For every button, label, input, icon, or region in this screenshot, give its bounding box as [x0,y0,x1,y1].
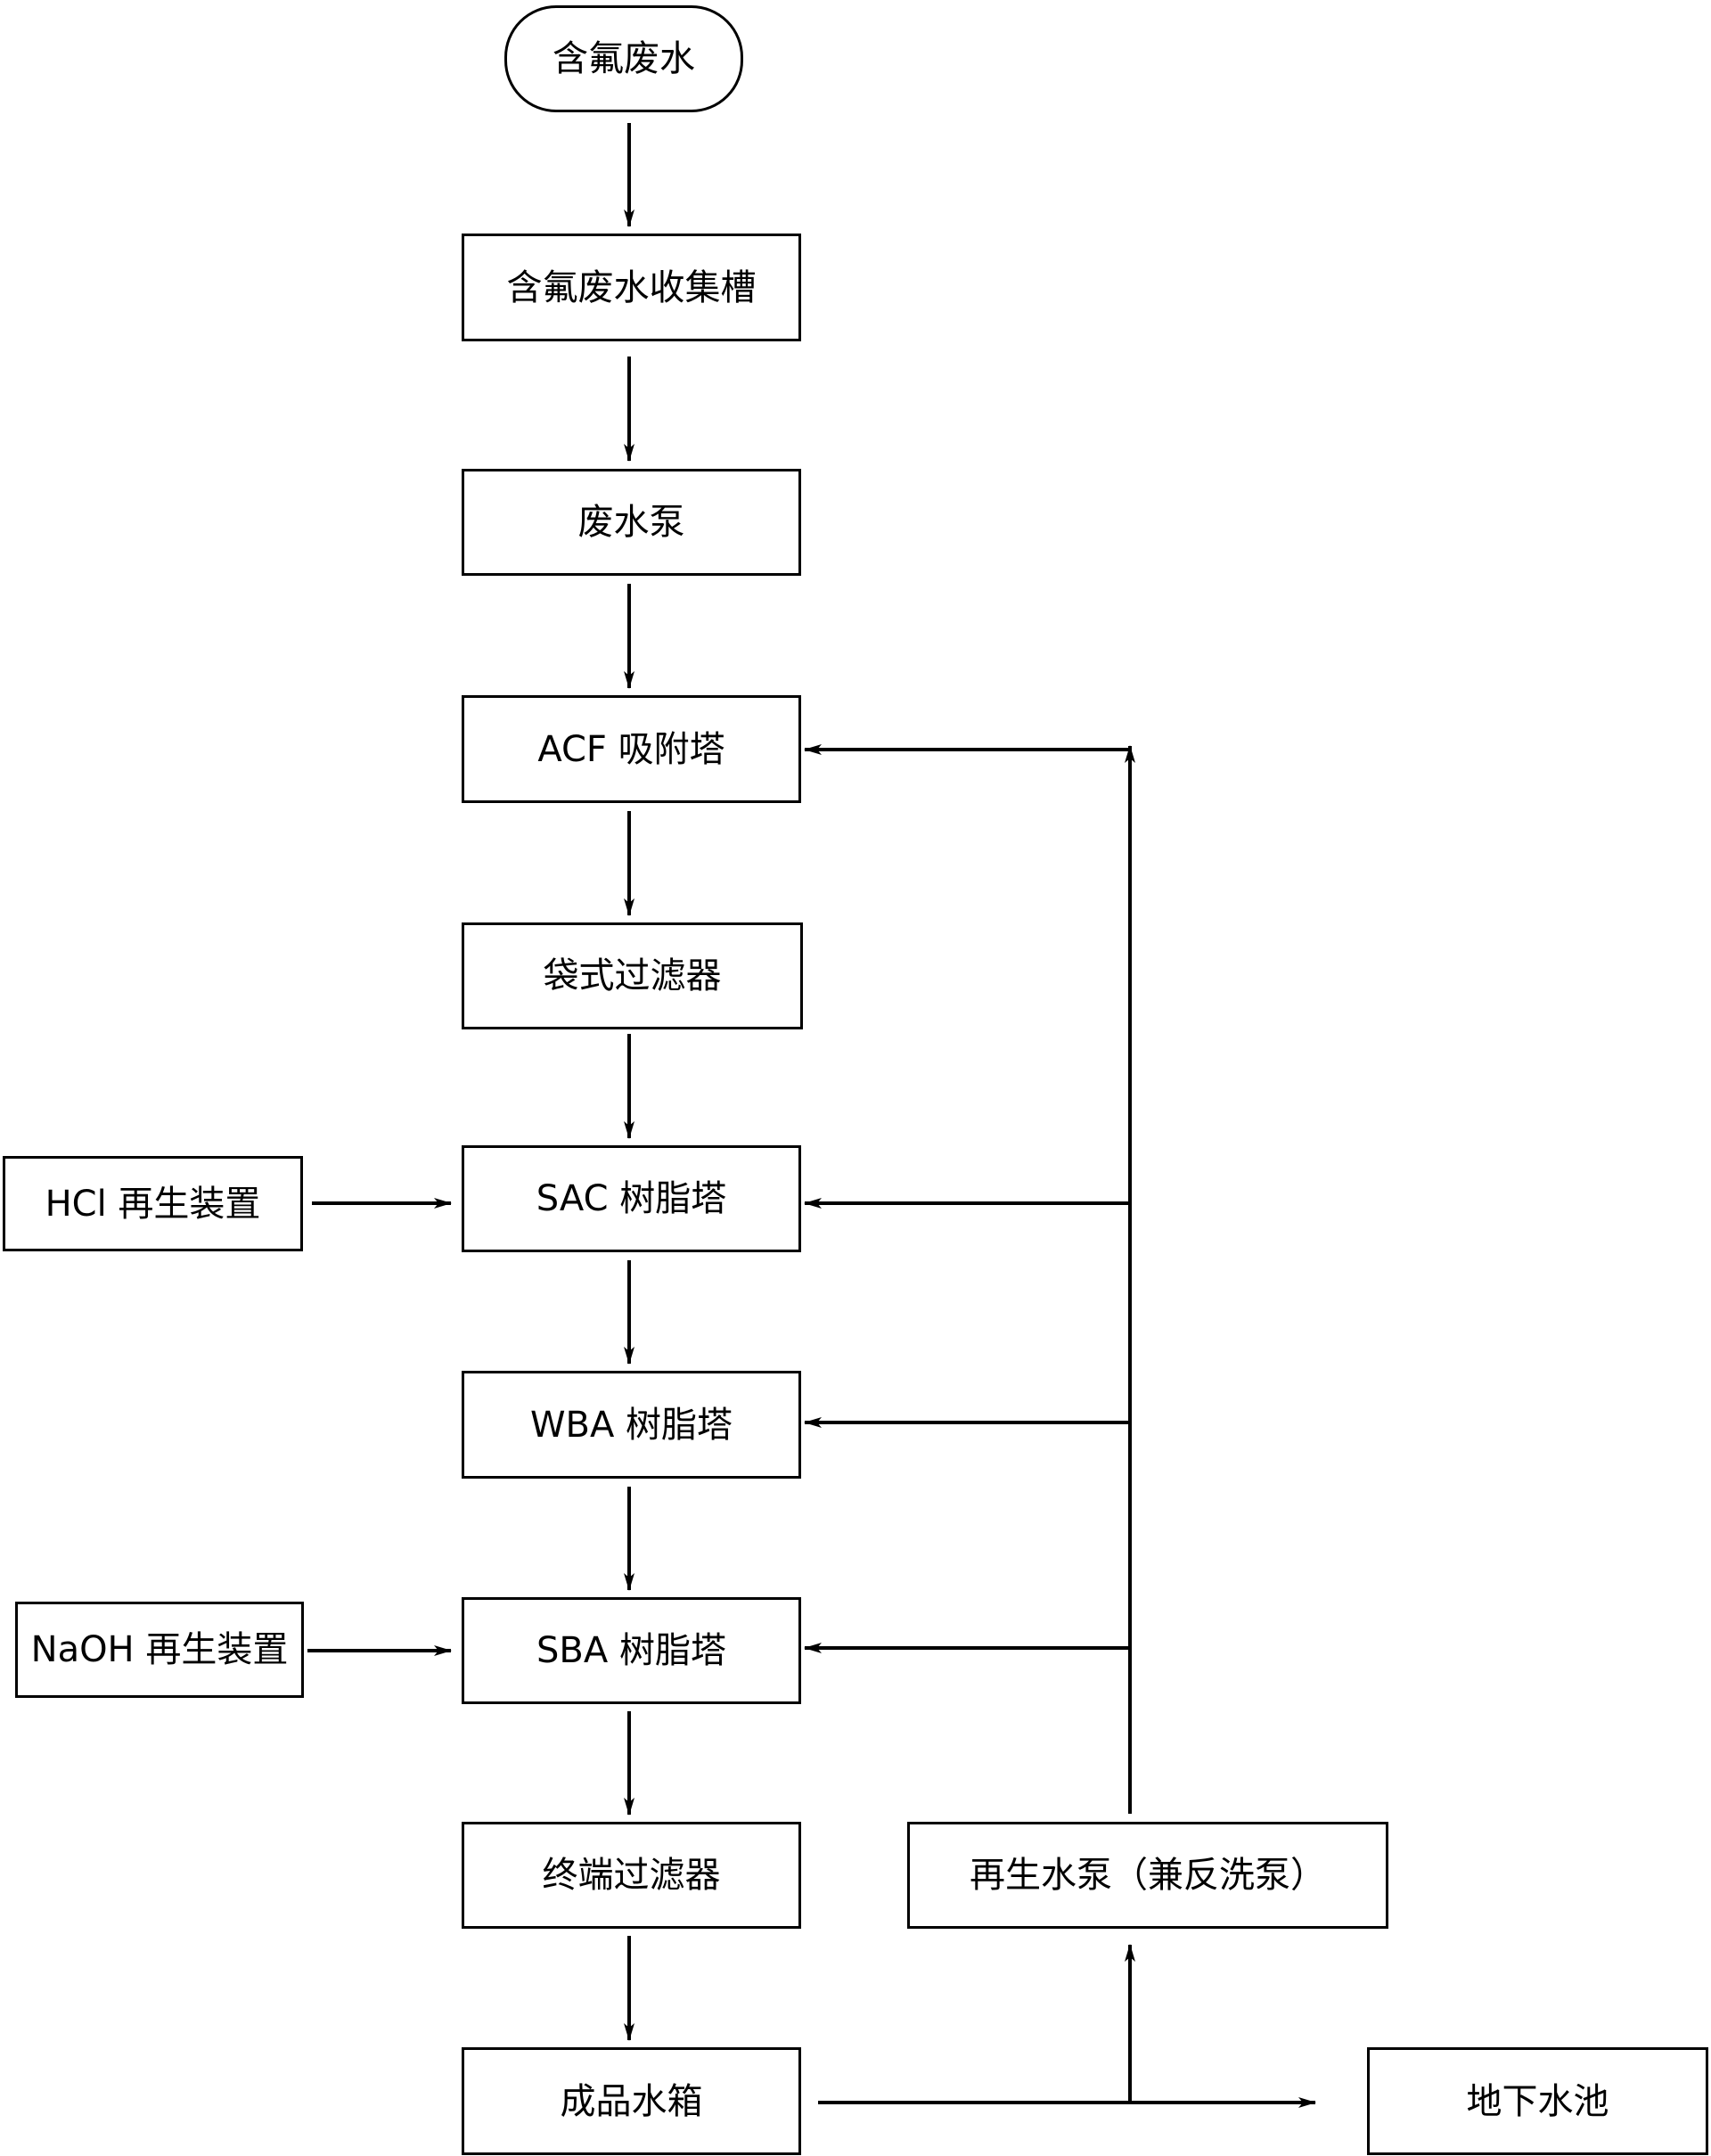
wastewater-pump-label: 废水泵 [577,502,685,543]
acf-tower-node: ACF 吸附塔 [462,695,801,803]
sac-tower-node: SAC 树脂塔 [462,1145,801,1252]
regen-pump-node: 再生水泵（兼反洗泵） [907,1822,1388,1929]
underground-pool-node: 地下水池 [1367,2047,1708,2155]
terminal-filter-label: 终端过滤器 [542,1855,721,1896]
start-node-label: 含氟废水 [553,38,695,79]
wba-tower-node: WBA 树脂塔 [462,1371,801,1479]
regen-pump-label: 再生水泵（兼反洗泵） [970,1855,1326,1896]
product-tank-label: 成品水箱 [560,2080,703,2122]
hcl-regen-node: HCl 再生装置 [3,1156,303,1251]
sba-tower-node: SBA 树脂塔 [462,1597,801,1704]
naoh-regen-label: NaOH 再生装置 [30,1629,289,1670]
wba-tower-label: WBA 树脂塔 [529,1404,733,1446]
collection-tank-label: 含氟废水收集槽 [506,266,757,308]
collection-tank-node: 含氟废水收集槽 [462,234,801,341]
acf-tower-label: ACF 吸附塔 [537,728,725,770]
terminal-filter-node: 终端过滤器 [462,1822,801,1929]
sba-tower-label: SBA 树脂塔 [536,1630,726,1671]
underground-pool-label: 地下水池 [1466,2080,1609,2122]
wastewater-pump-node: 废水泵 [462,469,801,576]
sac-tower-label: SAC 树脂塔 [536,1178,727,1219]
product-tank-node: 成品水箱 [462,2047,801,2155]
bag-filter-node: 袋式过滤器 [462,922,803,1029]
bag-filter-label: 袋式过滤器 [543,955,722,996]
naoh-regen-node: NaOH 再生装置 [15,1602,304,1698]
start-node: 含氟废水 [504,5,743,112]
hcl-regen-label: HCl 再生装置 [45,1183,261,1225]
